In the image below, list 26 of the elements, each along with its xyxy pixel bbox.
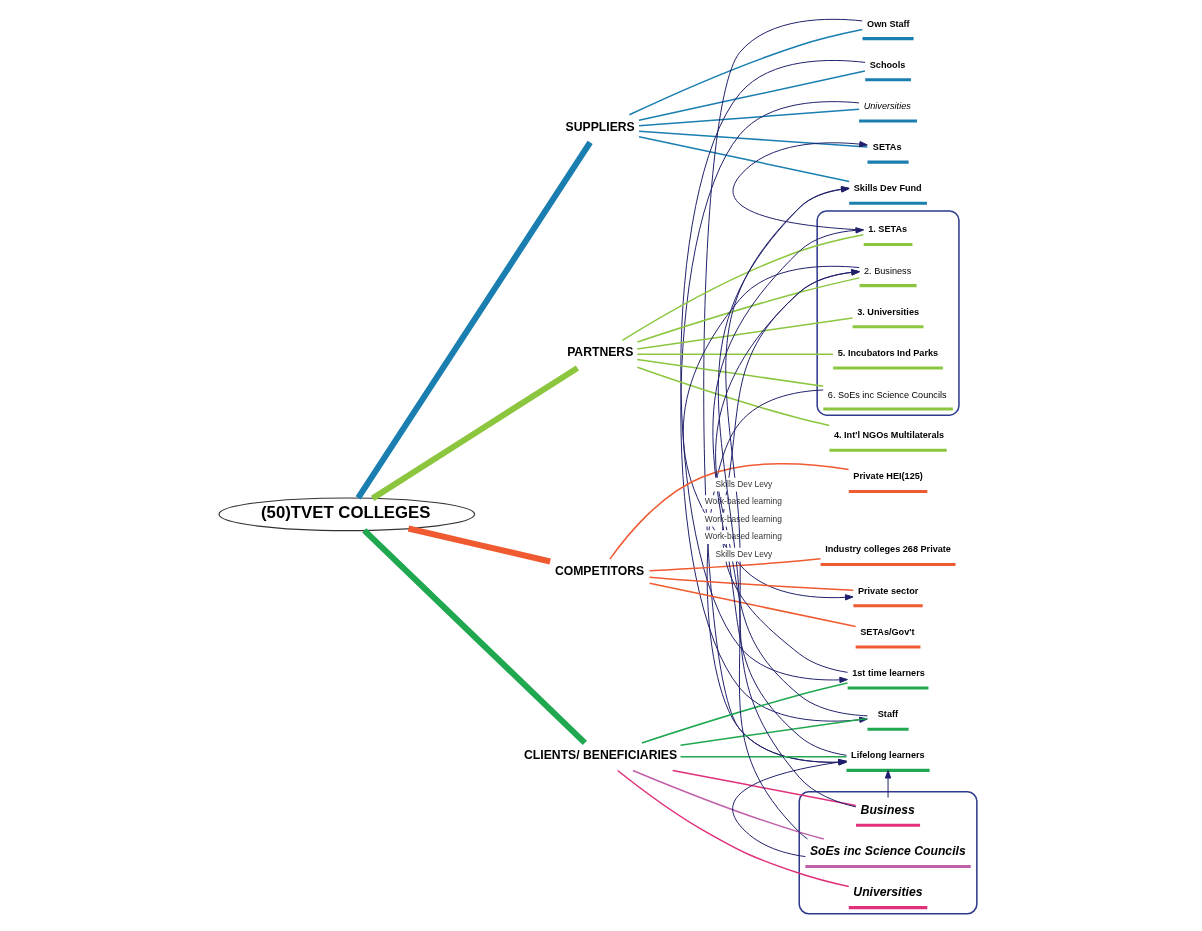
node-text: Universities <box>853 885 923 900</box>
node-text: 1. SETAs <box>868 224 908 235</box>
node-text: SUPPLIERS <box>565 119 635 134</box>
node-text: SETAs <box>872 142 902 153</box>
edge-label: Skills Dev Levy <box>715 548 773 559</box>
node-text: 5. Incubators Ind Parks <box>837 347 939 358</box>
node-text: Staff <box>877 709 899 720</box>
node-text: COMPETITORS <box>554 564 645 579</box>
node-text: Schools <box>869 59 906 70</box>
node-text: Private HEI(125) <box>853 471 923 482</box>
node-text: 4. Int'l NGOs Multilaterals <box>833 430 945 441</box>
node-text: Lifelong learners <box>851 750 925 761</box>
node-text: Universities <box>863 100 911 111</box>
node-text: 6. SoEs inc Science Councils <box>827 389 947 400</box>
node-text: Industry colleges 268 Private <box>825 544 951 555</box>
node-text: 3. Universities <box>857 306 920 317</box>
node-text: Business <box>860 802 915 817</box>
node-text: SETAs/Gov't <box>860 626 915 637</box>
node-text: SoEs inc Science Councils <box>809 843 966 858</box>
node-text: CLIENTS/ BENEFICIARIES <box>524 747 678 762</box>
node-text: 1st time learners <box>852 667 925 678</box>
node-text: PARTNERS <box>567 345 634 360</box>
node-text: 2. Business <box>864 266 912 277</box>
node-text: Private sector <box>857 585 919 596</box>
node-text: Skills Dev Fund <box>853 183 922 194</box>
node-text: Own Staff <box>867 18 910 29</box>
